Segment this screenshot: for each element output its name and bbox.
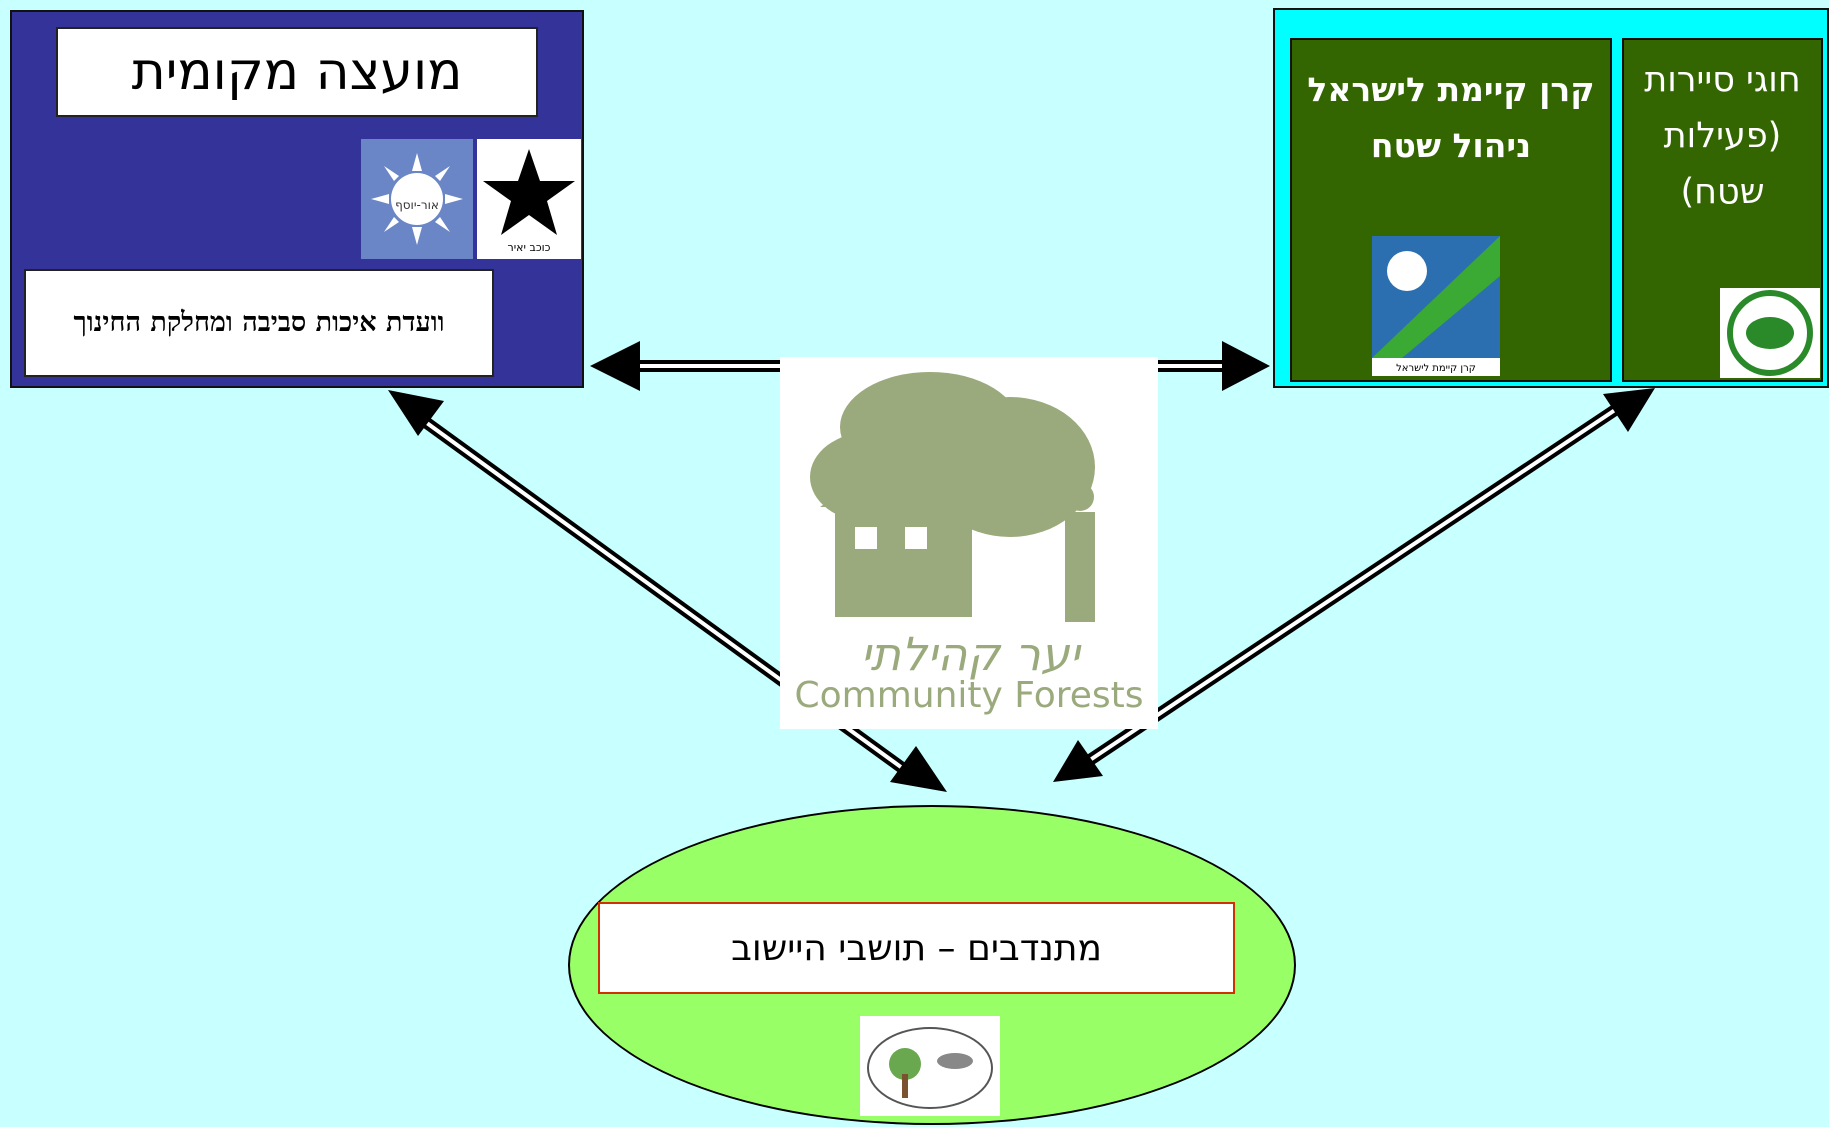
council-title: מועצה מקומית: [56, 27, 538, 117]
arrow-to-kkl: [1158, 341, 1270, 391]
svg-text:אור-יוסף: אור-יוסף: [395, 198, 439, 212]
council-committee-label: וועדת איכות סביבה ומחלקת החינוך: [24, 269, 494, 377]
kkl-logo-icon: קרן קיימת לישראל: [1372, 236, 1500, 376]
tree-house-icon: [810, 372, 1095, 622]
kkl-label: קרן קיימת לישראל ניהול שטח: [1307, 70, 1595, 165]
svg-text:קרן קיימת לישראל: קרן קיימת לישראל: [1396, 363, 1476, 374]
guides-box: חוגי סיירות (פעילות שטח): [1622, 38, 1823, 382]
svg-text:כוכב יאיר: כוכב יאיר: [508, 241, 551, 254]
volunteers-label: מתנדבים – תושבי היישוב: [598, 902, 1235, 994]
community-forest-caption-he: יער קהילתי: [860, 627, 1080, 681]
community-forest-logo: יער קהילתי Community Forests: [780, 357, 1158, 729]
star-logo-icon: כוכב יאיר: [477, 139, 581, 259]
kkl-guides-box: קרן קיימת לישראל ניהול שטח קרן קיימת ליש…: [1273, 8, 1829, 388]
council-logos: אור-יוסף כוכב יאיר: [361, 139, 582, 259]
kkl-box: קרן קיימת לישראל ניהול שטח קרן קיימת ליש…: [1290, 38, 1612, 382]
guides-label: חוגי סיירות (פעילות שטח): [1644, 60, 1801, 212]
guides-logo-icon: [1720, 288, 1820, 378]
local-council-box: מועצה מקומית אור-יוסף כוכב יאיר וועדת אי…: [10, 10, 584, 388]
arrow-to-council: [590, 341, 780, 391]
sun-logo-icon: אור-יוסף: [361, 139, 473, 259]
arrow-guides-volunteers: [1053, 388, 1655, 782]
community-forest-caption-en: Community Forests: [794, 675, 1144, 716]
volunteers-logo-icon: [860, 1016, 1000, 1116]
